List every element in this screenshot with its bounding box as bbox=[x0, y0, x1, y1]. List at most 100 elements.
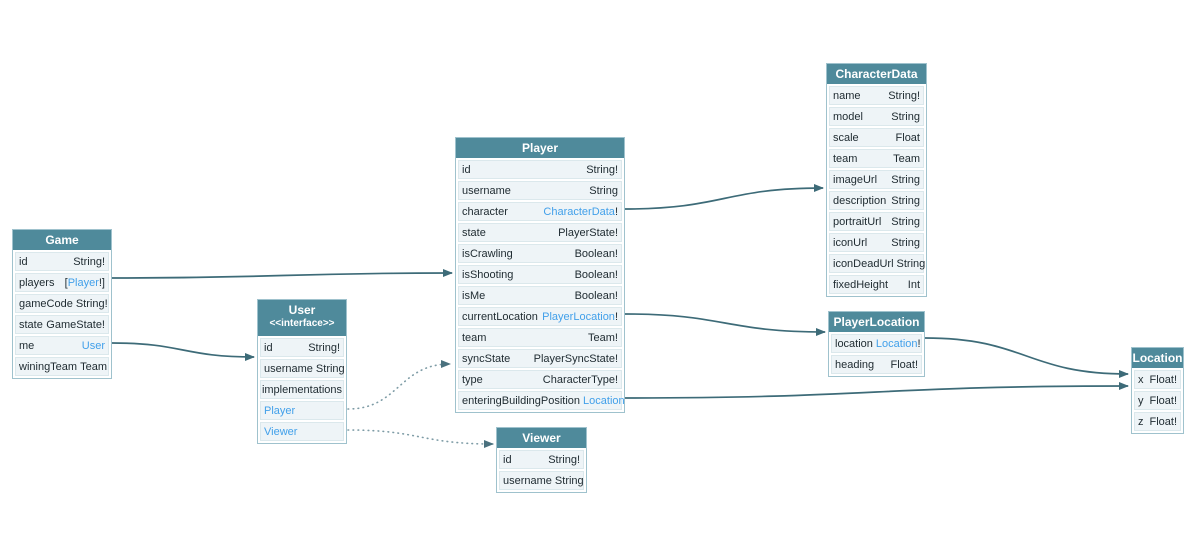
table-row-player-isShooting[interactable]: isShooting Boolean! bbox=[458, 265, 622, 284]
edge-game-me-to-user bbox=[111, 342, 255, 361]
table-title: Game bbox=[45, 233, 79, 247]
edge-player-currentlocation-to-playerlocation bbox=[624, 313, 826, 336]
table-header-character-data[interactable]: CharacterData bbox=[827, 64, 926, 84]
edge-player-enteringbuildingposition-to-location bbox=[624, 382, 1129, 399]
type-suffix: !] bbox=[98, 276, 105, 289]
field-name: me bbox=[19, 339, 35, 352]
field-name: currentLocation bbox=[462, 310, 538, 323]
field-type[interactable]: Location! bbox=[876, 338, 921, 350]
field-type: Boolean! bbox=[574, 268, 618, 281]
field-name: winingTeam bbox=[19, 360, 78, 373]
table-row-game-me[interactable]: me User bbox=[15, 336, 109, 355]
field-name: location bbox=[835, 337, 873, 350]
field-type: String bbox=[891, 110, 920, 123]
field-type[interactable]: User bbox=[82, 340, 105, 352]
table-subtitle: <<interface>> bbox=[269, 318, 335, 329]
field-type: String bbox=[896, 257, 926, 270]
field-type[interactable]: [Player!] bbox=[65, 277, 105, 289]
table-header-location[interactable]: Location bbox=[1132, 348, 1183, 368]
table-row-user-Player[interactable]: Player bbox=[260, 401, 344, 420]
table-header-user[interactable]: User<<interface>> bbox=[258, 300, 346, 336]
field-type: Float! bbox=[890, 358, 918, 371]
table-row-user-implementations[interactable]: implementations bbox=[260, 380, 344, 399]
table-header-viewer[interactable]: Viewer bbox=[497, 428, 586, 448]
field-type: Team bbox=[893, 152, 920, 165]
implementation-link[interactable]: Player bbox=[264, 404, 296, 417]
field-type: CharacterType! bbox=[542, 373, 618, 386]
field-name: z bbox=[1138, 415, 1144, 428]
field-type[interactable]: PlayerLocation! bbox=[542, 311, 618, 323]
type-link[interactable]: PlayerLocation bbox=[542, 310, 615, 323]
table-row-player-currentLocation[interactable]: currentLocation PlayerLocation! bbox=[458, 307, 622, 326]
field-type[interactable]: Location bbox=[583, 395, 625, 407]
table-row-player-character[interactable]: character CharacterData! bbox=[458, 202, 622, 221]
type-suffix: ! bbox=[614, 205, 618, 218]
table-header-game[interactable]: Game bbox=[13, 230, 111, 250]
table-row-player-type[interactable]: type CharacterType! bbox=[458, 370, 622, 389]
field-name: character bbox=[462, 205, 508, 218]
field-name: id bbox=[264, 341, 273, 354]
field-name: type bbox=[462, 373, 483, 386]
field-name: username bbox=[503, 474, 552, 487]
field-name: state bbox=[462, 226, 486, 239]
table-header-player[interactable]: Player bbox=[456, 138, 624, 158]
type-link[interactable]: CharacterData bbox=[543, 205, 615, 218]
table-row-user-Viewer[interactable]: Viewer bbox=[260, 422, 344, 441]
field-name: id bbox=[503, 453, 512, 466]
implementation-link[interactable]: Viewer bbox=[264, 425, 298, 438]
type-link[interactable]: User bbox=[81, 339, 105, 352]
field-name: username bbox=[462, 184, 511, 197]
field-name: isCrawling bbox=[462, 247, 513, 260]
table-row-game-players[interactable]: players[Player!] bbox=[15, 273, 109, 292]
type-link[interactable]: Location bbox=[875, 337, 918, 350]
field-name: isShooting bbox=[462, 268, 514, 281]
field-type: String! bbox=[586, 163, 618, 176]
type-suffix: ! bbox=[614, 310, 618, 323]
table-title: Location bbox=[1132, 351, 1183, 365]
type-link[interactable]: Player bbox=[67, 276, 99, 289]
field-type: Float! bbox=[1149, 394, 1177, 407]
table-header-player-location[interactable]: PlayerLocation bbox=[829, 312, 924, 332]
field-name: id bbox=[19, 255, 28, 268]
type-link[interactable]: Location bbox=[583, 394, 625, 407]
field-type[interactable]: CharacterData! bbox=[543, 206, 618, 218]
